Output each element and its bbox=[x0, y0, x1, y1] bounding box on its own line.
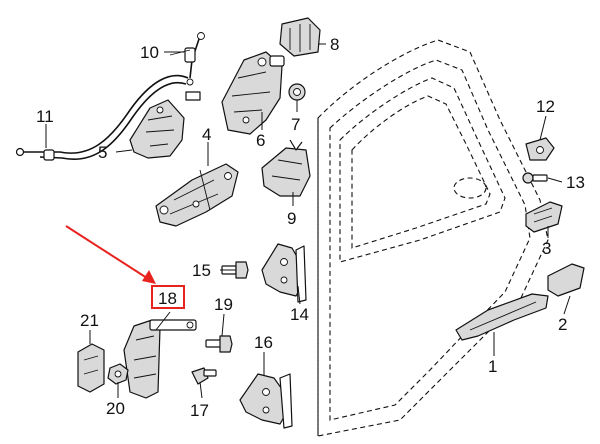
part-2-handle-cap bbox=[547, 263, 585, 297]
part-11-inside-release-cable bbox=[15, 74, 189, 161]
callout-18: 18 bbox=[158, 289, 177, 308]
callout-5: 5 bbox=[98, 143, 107, 162]
part-18-door-check bbox=[123, 319, 197, 399]
callout-16: 16 bbox=[254, 333, 273, 352]
callout-20: 20 bbox=[106, 399, 125, 418]
callout-labels: 10 8 11 7 6 4 5 12 13 9 3 15 18 19 21 14… bbox=[36, 35, 585, 420]
leader-lines bbox=[45, 43, 571, 399]
part-4-handle-carrier bbox=[155, 163, 239, 227]
callout-7: 7 bbox=[291, 115, 300, 134]
callout-6: 6 bbox=[256, 131, 265, 150]
part-20-nut bbox=[107, 363, 129, 385]
highlight-arrow bbox=[65, 225, 151, 281]
part-6-lock-actuator bbox=[221, 51, 285, 135]
callout-15: 15 bbox=[192, 261, 211, 280]
part-5-latch-assembly bbox=[129, 91, 201, 159]
part-1-outside-handle bbox=[455, 293, 549, 341]
callout-18-highlight bbox=[65, 225, 185, 309]
part-14-upper-hinge bbox=[261, 243, 307, 303]
callout-8: 8 bbox=[330, 35, 339, 54]
part-3-handle-bezel bbox=[525, 201, 563, 233]
callout-13: 13 bbox=[566, 173, 585, 192]
part-17-bolt bbox=[191, 367, 217, 385]
part-7-grommet bbox=[288, 83, 306, 101]
part-8-lock-cover bbox=[279, 17, 321, 57]
callout-4: 4 bbox=[202, 125, 211, 144]
highlight-arrowhead bbox=[142, 270, 156, 284]
callout-9: 9 bbox=[287, 209, 296, 228]
callout-12: 12 bbox=[536, 97, 555, 116]
callout-3: 3 bbox=[542, 239, 551, 258]
part-13-bolt bbox=[522, 172, 548, 184]
callout-10: 10 bbox=[140, 43, 159, 62]
part-12-striker bbox=[525, 137, 555, 161]
rear-door-outline bbox=[317, 39, 549, 437]
part-15-bolt bbox=[221, 261, 249, 279]
callout-19: 19 bbox=[214, 295, 233, 314]
callout-14: 14 bbox=[290, 305, 309, 324]
callout-1: 1 bbox=[488, 357, 497, 376]
callout-17: 17 bbox=[190, 401, 209, 420]
part-16-lower-hinge bbox=[239, 373, 293, 429]
callout-11: 11 bbox=[36, 107, 54, 126]
highlight-box bbox=[151, 285, 185, 309]
part-21-bracket bbox=[77, 343, 105, 393]
part-19-bolt bbox=[205, 335, 233, 353]
callout-21: 21 bbox=[80, 311, 99, 330]
callout-2: 2 bbox=[558, 315, 567, 334]
part-10-cable-end bbox=[169, 32, 205, 86]
part-9-bracket bbox=[261, 139, 311, 197]
